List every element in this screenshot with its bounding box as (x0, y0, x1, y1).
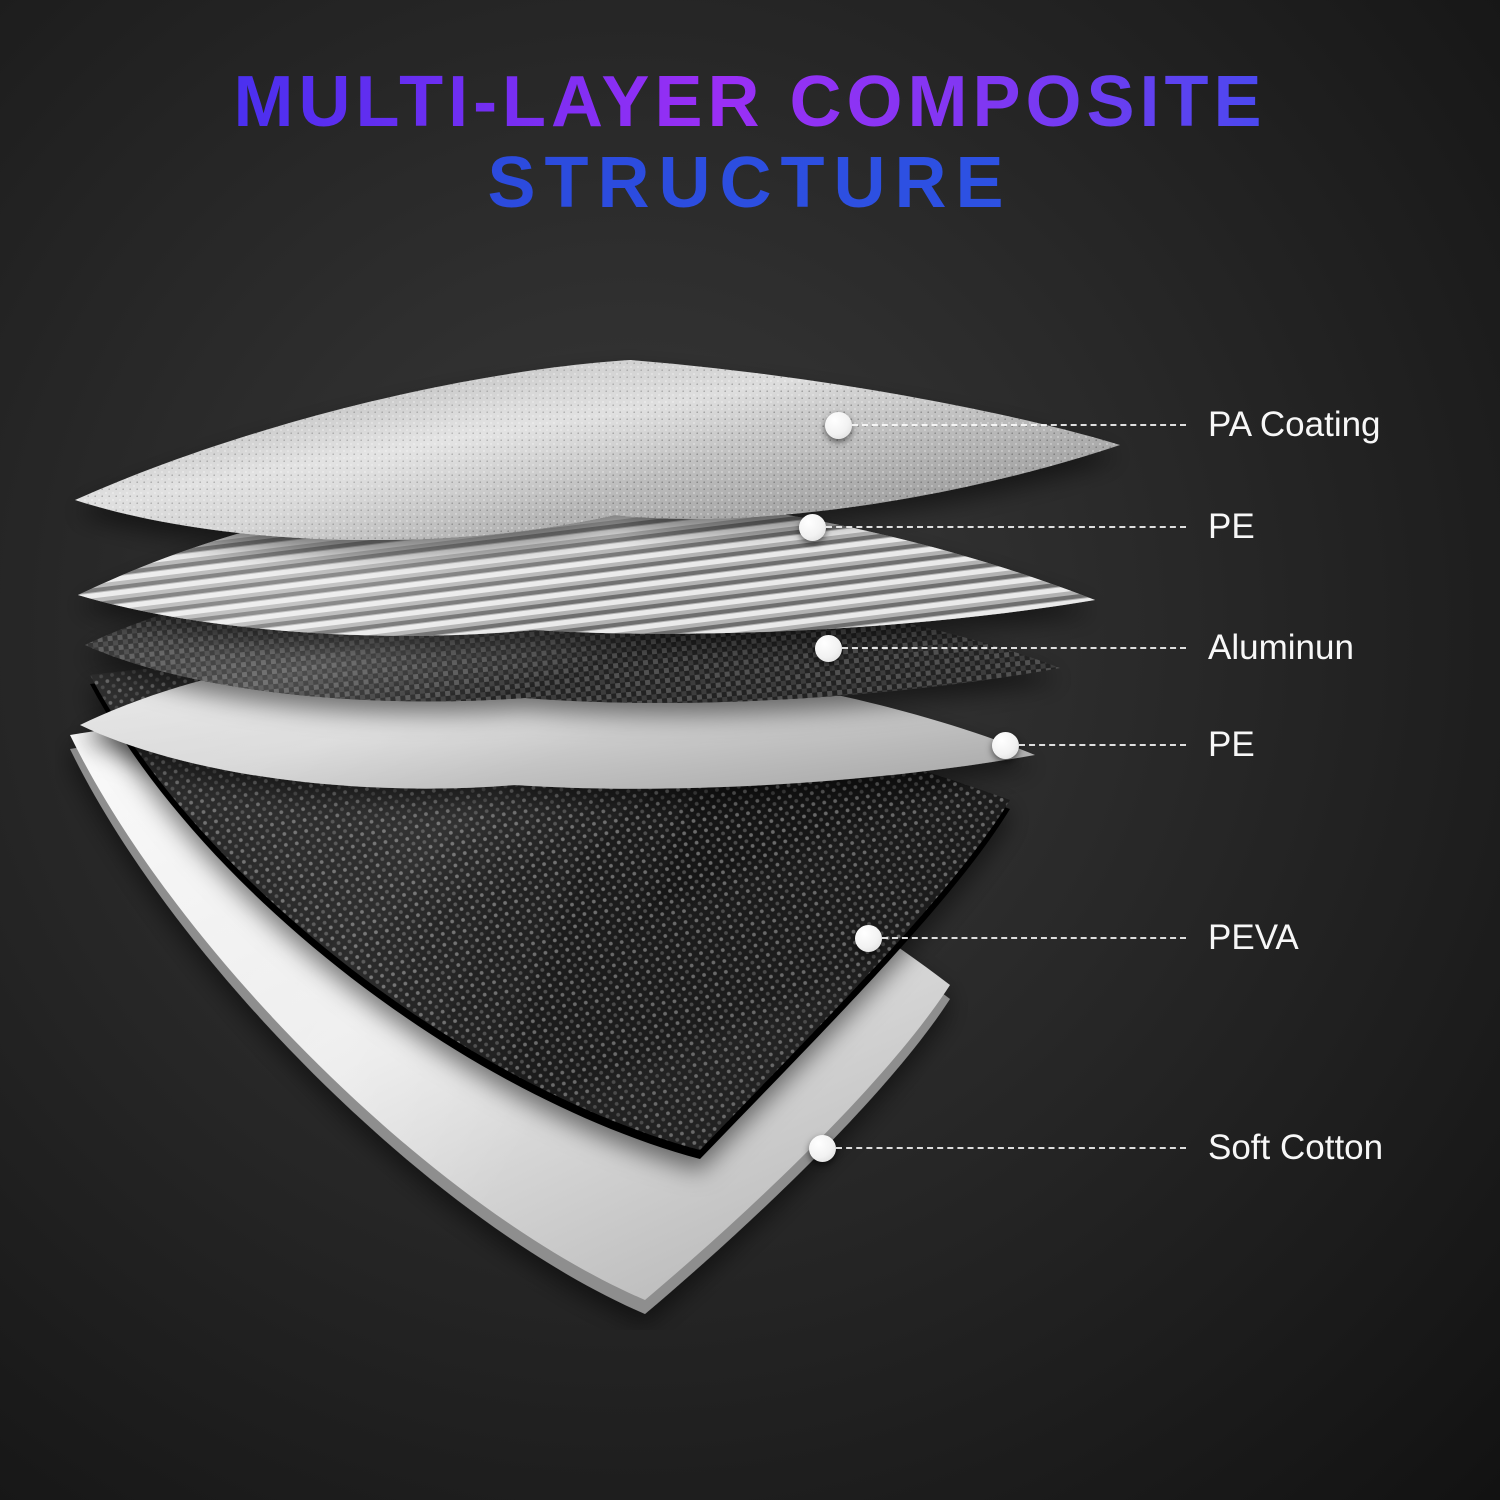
callout-pe-upper: PE (799, 507, 1255, 547)
callout-line (882, 937, 1186, 939)
callout-line (836, 1147, 1186, 1149)
layer-diagram (70, 360, 1120, 1314)
callout-dot (825, 411, 852, 439)
title-line-2: STRUCTURE (0, 143, 1500, 224)
callout-dot (992, 731, 1019, 759)
callout-label: PE (1208, 507, 1255, 546)
title-line-1: MULTI-LAYER COMPOSITE (0, 62, 1500, 143)
callout-line (842, 647, 1186, 649)
callout-dot (799, 513, 826, 541)
callout-label: Aluminun (1208, 628, 1354, 667)
callout-dot (815, 634, 842, 662)
callout-pa-coating: PA Coating (825, 405, 1381, 445)
layer-peva (90, 663, 1010, 1159)
title-heading: MULTI-LAYER COMPOSITE STRUCTURE (0, 62, 1500, 223)
callout-soft-cotton: Soft Cotton (809, 1128, 1384, 1168)
callout-peva: PEVA (855, 918, 1299, 958)
callout-label: PA Coating (1208, 405, 1381, 444)
callout-dot (809, 1134, 836, 1162)
callout-line (1019, 744, 1186, 746)
callout-line (852, 424, 1186, 426)
page-title: MULTI-LAYER COMPOSITE STRUCTURE (0, 62, 1500, 223)
callout-dot (855, 924, 882, 952)
callout-label: Soft Cotton (1208, 1128, 1384, 1167)
layer-pa-coating (75, 360, 1120, 541)
callout-label: PEVA (1208, 918, 1299, 957)
callout-label: PE (1208, 725, 1255, 764)
callout-pe-lower: PE (992, 725, 1255, 765)
callout-aluminum: Aluminun (815, 628, 1354, 668)
callout-line (826, 526, 1186, 528)
